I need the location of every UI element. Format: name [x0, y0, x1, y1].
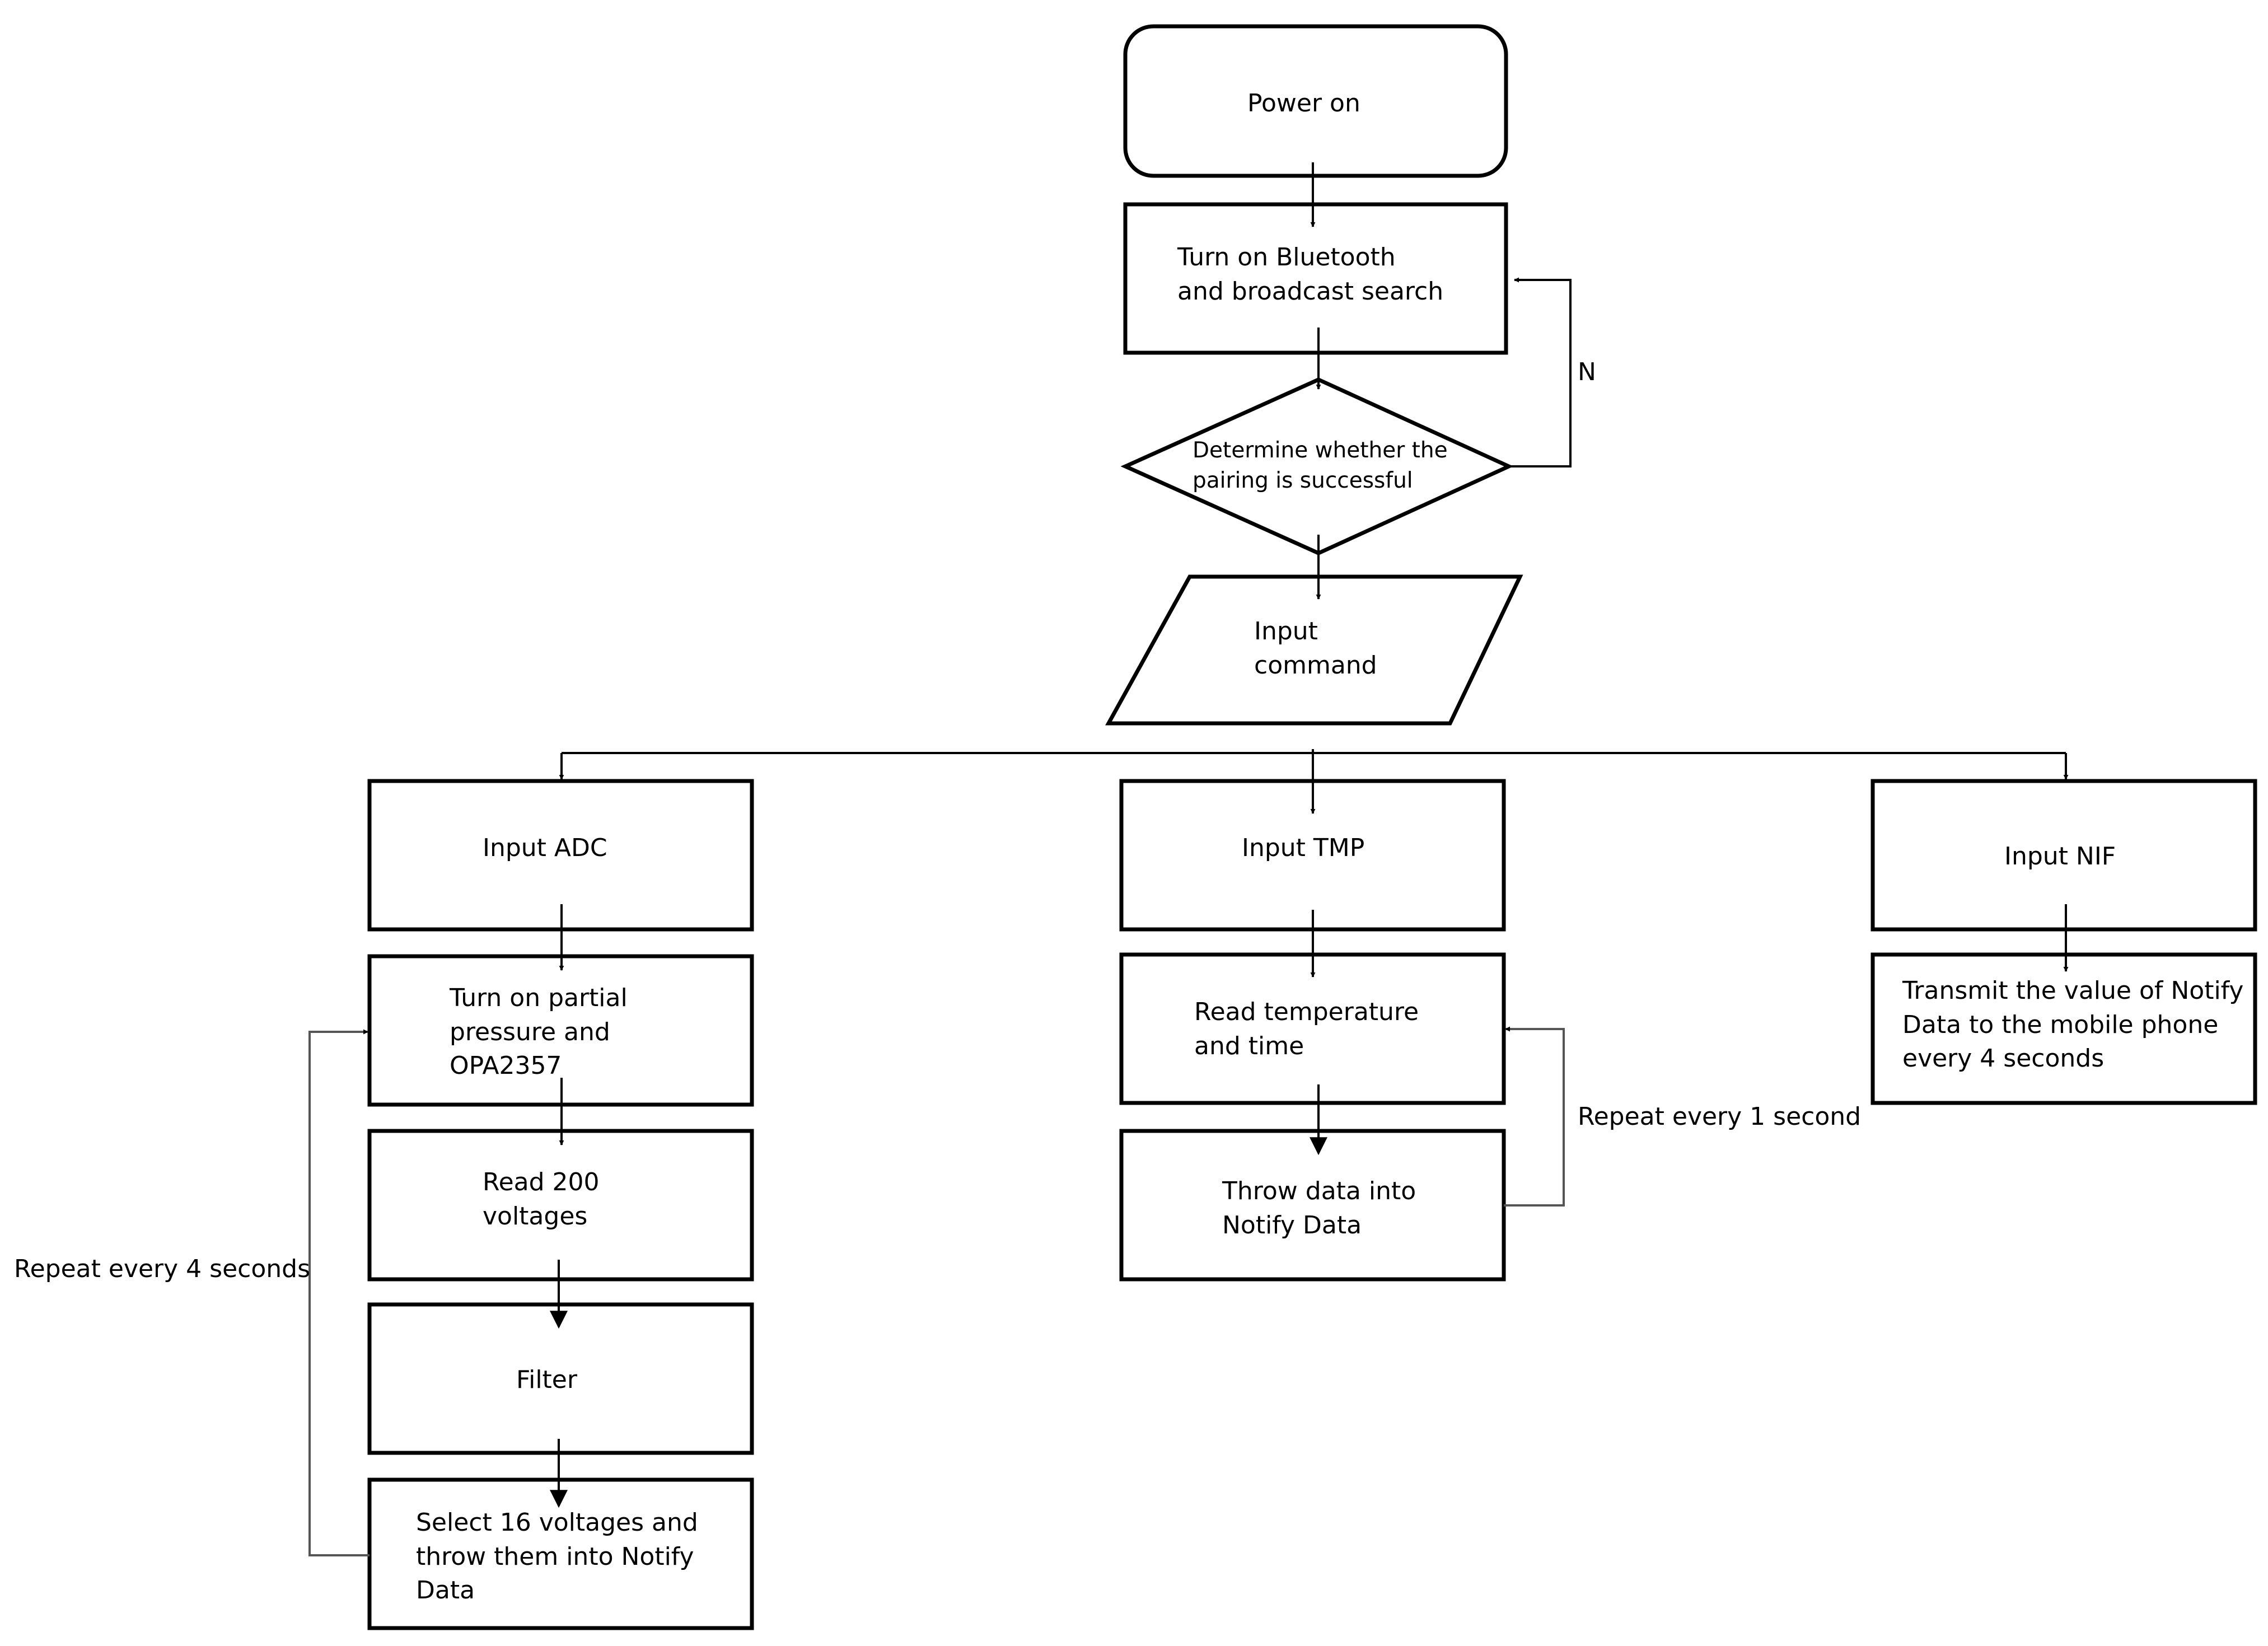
arrow-adc-repeat-loop	[308, 1029, 370, 1556]
input-nif-box	[1870, 779, 2257, 932]
repeat-adc-label: Repeat every 4 seconds	[14, 1255, 310, 1283]
power-on-label: Power on	[1247, 89, 1360, 118]
throw-data-label: Throw data into Notify Data	[1222, 1177, 1416, 1240]
arrow-no-loop-back	[1509, 277, 1572, 467]
filter-label: Filter	[516, 1366, 577, 1394]
read-temperature-label: Read temperature and time	[1194, 998, 1419, 1060]
transmit-box	[1870, 952, 2257, 1105]
no-branch-label: N	[1578, 358, 1596, 386]
bluetooth-label: Turn on Bluetooth and broadcast search	[1177, 243, 1444, 306]
filter-box	[367, 1302, 754, 1455]
input-adc-label: Input ADC	[483, 834, 607, 862]
read-temperature-box	[1119, 952, 1506, 1105]
power-on-terminator	[1123, 24, 1508, 178]
transmit-label: Transmit the value of Notify Data to the…	[1902, 976, 2244, 1073]
bluetooth-process-box	[1123, 202, 1508, 355]
select-voltages-label: Select 16 voltages and throw them into N…	[416, 1508, 698, 1605]
input-tmp-label: Input TMP	[1242, 834, 1365, 862]
read-voltages-label: Read 200 voltages	[483, 1168, 600, 1231]
arrow-tmp-repeat-loop	[1504, 1026, 1565, 1207]
pairing-decision-label: Determine whether the pairing is success…	[1193, 438, 1448, 493]
input-command-parallelogram	[1105, 574, 1523, 726]
input-command-label: Input command	[1254, 617, 1377, 680]
repeat-tmp-label: Repeat every 1 second	[1578, 1102, 1862, 1131]
input-nif-label: Input NIF	[2004, 842, 2116, 871]
partial-pressure-label: Turn on partial pressure and OPA2357	[450, 984, 628, 1081]
